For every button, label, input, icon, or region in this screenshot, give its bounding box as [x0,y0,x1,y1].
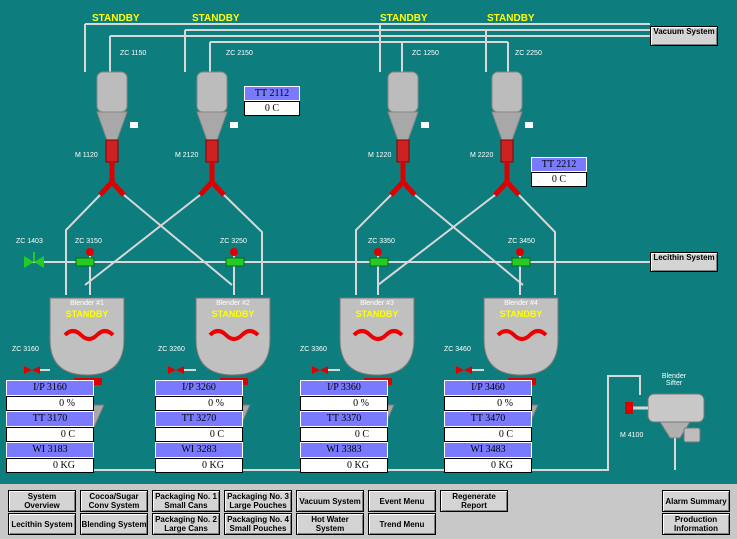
blender-3-valve-tag: ZC 3360 [300,346,327,353]
hopper-3-valve-tag: ZC 1250 [412,50,439,57]
wi-value: 0 KG [444,458,532,473]
tt-label: TT 3170 [6,411,94,427]
vacuum-piping [84,23,650,72]
wi-label: WI 3383 [300,442,388,458]
blending-system-button[interactable]: Blending System [80,513,148,535]
hopper-temp-2-value: 0 C [531,172,587,187]
lecithin-valve-1-tag: ZC 3150 [75,238,102,245]
hopper-3 [387,71,429,163]
diverters [98,162,521,197]
tt-label: TT 3370 [300,411,388,427]
hopper-temp-1-label: TT 2112 [244,86,300,101]
hopper-2 [196,71,238,163]
ip-value: 0 % [444,396,532,411]
blender-2-state: STANDBY [211,309,255,319]
blender-3-name: Blender #3 [360,300,394,307]
trend-menu-button[interactable]: Trend Menu [368,513,436,535]
packaging-3-button[interactable]: Packaging No. 3 Large Pouches [224,490,292,512]
lecithin-item-valves [75,257,531,267]
tt-value: 0 C [155,427,243,442]
hopper-2-motor-tag: M 2120 [175,152,199,159]
hopper-temp-2: TT 2212 0 C [531,157,587,187]
tt-value: 0 C [300,427,388,442]
blender-2-valve-tag: ZC 3260 [158,346,185,353]
lecithin-valve-3-tag: ZC 3350 [368,238,395,245]
vacuum-system-button[interactable]: Vacuum System [650,26,718,46]
ip-label: I/P 3360 [300,380,388,396]
packaging-1-button[interactable]: Packaging No. 1 Small Cans [152,490,220,512]
sifter-name: Blender Sifter [661,373,687,387]
tt-value: 0 C [6,427,94,442]
hopper-2-valve-tag: ZC 2150 [226,50,253,57]
ip-value: 0 % [6,396,94,411]
blender-4-state: STANDBY [499,309,543,319]
lecithin-valve-2-tag: ZC 3250 [220,238,247,245]
hopper-3-motor-tag: M 1220 [368,152,392,159]
process-diagram: STANDBY STANDBY STANDBY STANDBY Vacuum S… [0,0,737,484]
lecithin-piping [24,248,650,295]
navigation-bar: System Overview Lecithin System Cocoa/Su… [0,484,737,539]
hopper-1-valve-tag: ZC 1150 [120,50,147,57]
tt-value: 0 C [444,427,532,442]
lecithin-main-valve-tag: ZC 1403 [16,238,43,245]
standby-status-4: STANDBY [487,13,535,24]
blender-3-instruments: I/P 3360 0 % TT 3370 0 C WI 3383 0 KG [300,380,388,473]
hopper-4-valve-tag: ZC 2250 [515,50,542,57]
lecithin-system-button[interactable]: Lecithin System [650,252,718,272]
lecithin-valve-main [24,252,44,268]
blender-1-valve-tag: ZC 3160 [12,346,39,353]
alarm-summary-button[interactable]: Alarm Summary [662,490,730,512]
wi-value: 0 KG [6,458,94,473]
blender-4-instruments: I/P 3460 0 % TT 3470 0 C WI 3483 0 KG [444,380,532,473]
blender-2-name: Blender #2 [216,300,250,307]
sifter-unit [625,393,705,470]
wi-label: WI 3283 [155,442,243,458]
feed-piping [65,194,556,295]
regenerate-report-button[interactable]: Regenerate Report [440,490,508,512]
hot-water-system-button[interactable]: Hot Water System [296,513,364,535]
tt-label: TT 3470 [444,411,532,427]
packaging-4-button[interactable]: Packaging No. 4 Small Pouches [224,513,292,535]
hopper-temp-1: TT 2112 0 C [244,86,300,116]
system-overview-button[interactable]: System Overview [8,490,76,512]
hopper-4 [491,71,533,163]
standby-status-3: STANDBY [380,13,428,24]
blender-3-state: STANDBY [355,309,399,319]
hoppers [96,71,533,163]
vacuum-system-nav-button[interactable]: Vacuum System [296,490,364,512]
event-menu-button[interactable]: Event Menu [368,490,436,512]
blender-2-instruments: I/P 3260 0 % TT 3270 0 C WI 3283 0 KG [155,380,243,473]
ip-label: I/P 3160 [6,380,94,396]
hopper-4-motor-tag: M 2220 [470,152,494,159]
blender-4-valve-tag: ZC 3460 [444,346,471,353]
blender-1-state: STANDBY [65,309,109,319]
lecithin-valve-4-tag: ZC 3450 [508,238,535,245]
blender-1-name: Blender #1 [70,300,104,307]
lecithin-system-nav-button[interactable]: Lecithin System [8,513,76,535]
hopper-1 [96,71,138,163]
hopper-temp-2-label: TT 2212 [531,157,587,172]
blender-4-name: Blender #4 [504,300,538,307]
cocoa-sugar-conv-button[interactable]: Cocoa/Sugar Conv System [80,490,148,512]
blender-1-instruments: I/P 3160 0 % TT 3170 0 C WI 3183 0 KG [6,380,94,473]
hopper-temp-1-value: 0 C [244,101,300,116]
hopper-1-motor-tag: M 1120 [75,152,98,159]
ip-label: I/P 3460 [444,380,532,396]
ip-value: 0 % [155,396,243,411]
standby-status-1: STANDBY [92,13,140,24]
standby-status-2: STANDBY [192,13,240,24]
sifter-motor-tag: M 4100 [620,432,644,439]
blender-valves [24,366,484,374]
ip-value: 0 % [300,396,388,411]
wi-value: 0 KG [300,458,388,473]
production-information-button[interactable]: Production Information [662,513,730,535]
wi-value: 0 KG [155,458,243,473]
lecithin-actuators [86,248,524,256]
ip-label: I/P 3260 [155,380,243,396]
wi-label: WI 3183 [6,442,94,458]
wi-label: WI 3483 [444,442,532,458]
tt-label: TT 3270 [155,411,243,427]
packaging-2-button[interactable]: Packaging No. 2 Large Cans [152,513,220,535]
